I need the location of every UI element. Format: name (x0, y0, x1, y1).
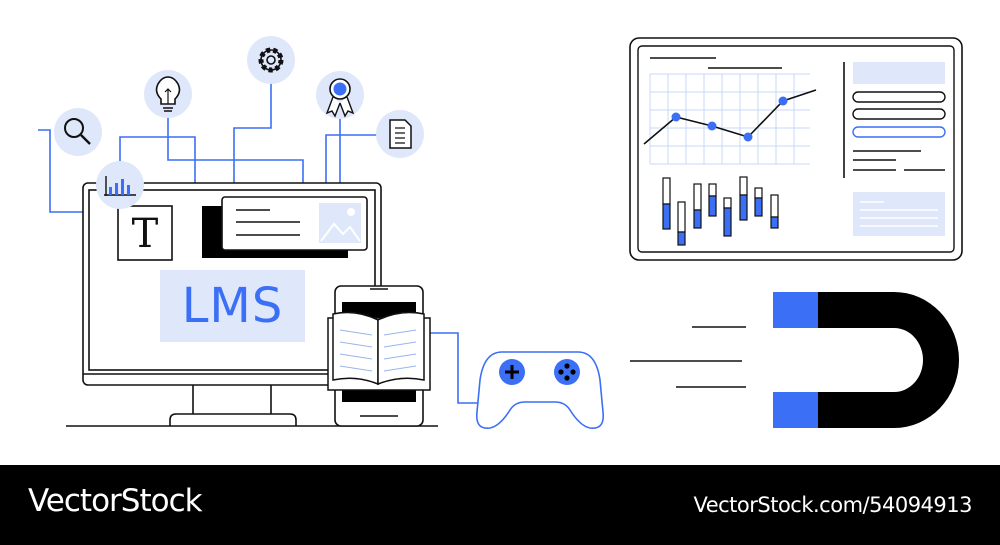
lightbulb-icon (144, 70, 192, 118)
image-icon (319, 203, 361, 243)
dashboard-tablet (629, 37, 963, 261)
open-book-icon (327, 311, 431, 391)
text-icon-letter: T (131, 211, 159, 257)
candlestick-bars (662, 176, 779, 246)
brand-logo[interactable]: VectorStock (28, 483, 203, 519)
gamepad-icon (475, 351, 605, 429)
lms-label: LMS (181, 278, 284, 334)
gear-icon (247, 36, 295, 84)
lms-illustration (38, 36, 963, 429)
motion-lines (630, 326, 746, 388)
line-chart-icon (643, 73, 817, 165)
document-icon (376, 110, 424, 158)
stock-url[interactable]: VectorStock.com/54094913 (693, 493, 972, 517)
magnet-icon (773, 292, 959, 428)
search-icon (54, 108, 102, 156)
award-ribbon-icon (316, 71, 364, 119)
text-icon-box (117, 205, 173, 261)
bar-chart-icon (96, 161, 144, 209)
lms-badge (160, 270, 305, 342)
image-card (221, 196, 368, 251)
footer-bar: VectorStock VectorStock.com/54094913 (0, 465, 1000, 545)
